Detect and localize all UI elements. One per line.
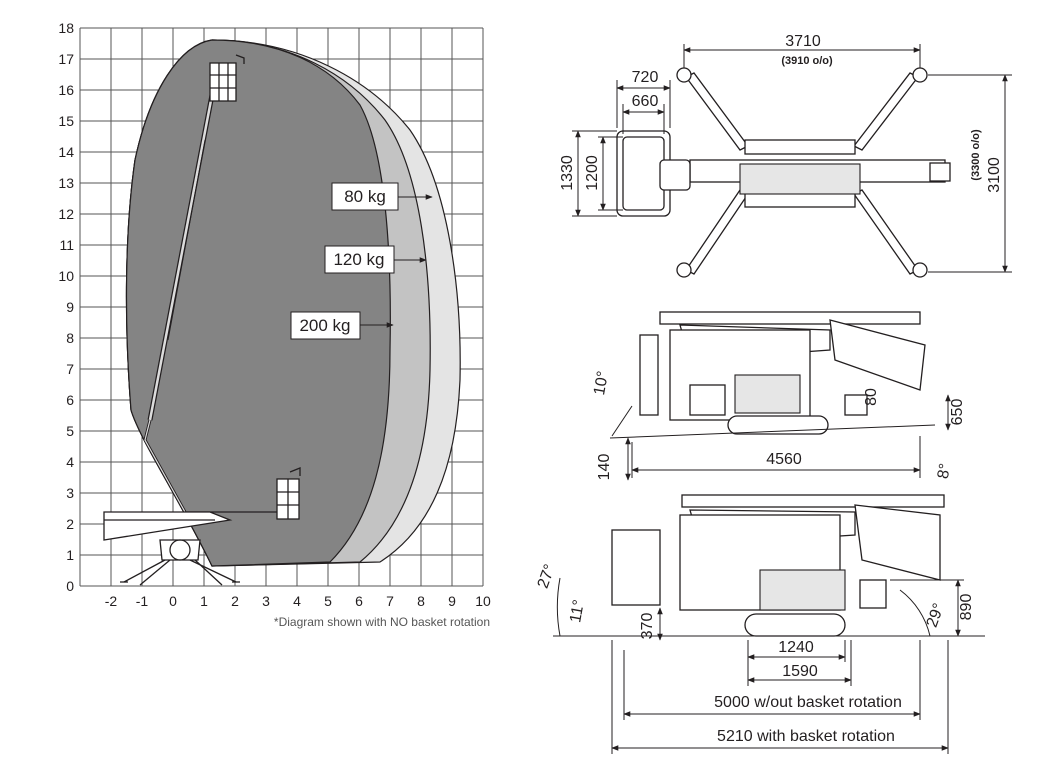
svg-text:-2: -2 (105, 593, 118, 609)
dim-3300-note: (3300 o/o) (970, 129, 982, 181)
svg-text:6: 6 (66, 392, 74, 408)
svg-text:8: 8 (66, 330, 74, 346)
svg-text:0: 0 (169, 593, 177, 609)
boom-illustration (103, 54, 301, 586)
side-view-tracks: 27° 11° 370 29° 890 1240 1590 5000 w/out… (535, 494, 985, 754)
svg-text:7: 7 (386, 593, 394, 609)
svg-text:9: 9 (448, 593, 456, 609)
dim-80: 80 (863, 388, 880, 406)
svg-text:5: 5 (66, 423, 74, 439)
svg-text:3: 3 (66, 485, 74, 501)
svg-text:11: 11 (59, 237, 74, 253)
svg-text:7: 7 (66, 361, 74, 377)
dim-1240: 1240 (778, 639, 814, 656)
y-axis-ticks: 0 1 2 3 4 5 6 7 8 9 10 11 12 13 14 15 16… (58, 20, 74, 594)
svg-text:120 kg: 120 kg (333, 250, 384, 269)
dim-720: 720 (632, 69, 659, 86)
dim-660: 660 (632, 93, 659, 110)
dim-1330: 1330 (559, 155, 576, 191)
dim-140: 140 (596, 454, 613, 481)
svg-text:-1: -1 (136, 593, 149, 609)
svg-text:2: 2 (231, 593, 239, 609)
svg-text:9: 9 (66, 299, 74, 315)
svg-text:10: 10 (58, 268, 74, 284)
dim-650: 650 (949, 399, 966, 426)
dim-1200: 1200 (584, 155, 601, 191)
svg-text:4: 4 (293, 593, 301, 609)
svg-text:18: 18 (58, 20, 74, 36)
angle-11: 11° (567, 598, 588, 624)
dim-5000: 5000 w/out basket rotation (714, 694, 902, 711)
svg-text:15: 15 (58, 113, 74, 129)
dim-5210: 5210 with basket rotation (717, 728, 895, 745)
top-view: 3710 (3910 o/o) 720 660 1330 1200 3100 (… (559, 33, 1012, 278)
svg-text:200 kg: 200 kg (299, 316, 350, 335)
dim-370: 370 (639, 613, 656, 640)
label-200kg: 200 kg (290, 311, 394, 340)
dim-890: 890 (958, 594, 975, 621)
chart-note: *Diagram shown with NO basket rotation (274, 615, 490, 629)
angle-10: 10° (591, 370, 612, 397)
svg-text:80 kg: 80 kg (344, 187, 386, 206)
dim-3710: 3710 (785, 33, 821, 50)
label-80kg: 80 kg (331, 182, 433, 211)
svg-text:12: 12 (58, 206, 74, 222)
svg-text:8: 8 (417, 593, 425, 609)
dim-3100: 3100 (986, 157, 1003, 193)
svg-text:3: 3 (262, 593, 270, 609)
svg-text:1: 1 (66, 547, 74, 563)
svg-text:13: 13 (58, 175, 74, 191)
x-axis-ticks: -2 -1 0 1 2 3 4 5 6 7 8 9 10 (105, 593, 491, 609)
dim-1590: 1590 (782, 663, 818, 680)
label-120kg: 120 kg (324, 245, 427, 274)
svg-text:0: 0 (66, 578, 74, 594)
reach-chart: 80 kg 120 kg 200 kg 0 1 2 3 4 5 6 7 8 9 … (58, 20, 491, 629)
side-view-stowed: 10° 80 650 140 4560 8° (591, 311, 966, 481)
svg-text:16: 16 (58, 82, 74, 98)
dim-3910-note: (3910 o/o) (781, 55, 833, 67)
svg-text:4: 4 (66, 454, 74, 470)
angle-8: 8° (935, 462, 954, 480)
svg-text:6: 6 (355, 593, 363, 609)
envelope-200kg (125, 39, 391, 567)
svg-text:2: 2 (66, 516, 74, 532)
svg-text:17: 17 (58, 51, 74, 67)
dim-4560: 4560 (766, 451, 802, 468)
svg-text:14: 14 (58, 144, 74, 160)
svg-text:5: 5 (324, 593, 332, 609)
angle-27: 27° (535, 562, 559, 591)
svg-text:1: 1 (200, 593, 208, 609)
angle-29: 29° (924, 601, 948, 630)
svg-text:10: 10 (475, 593, 491, 609)
